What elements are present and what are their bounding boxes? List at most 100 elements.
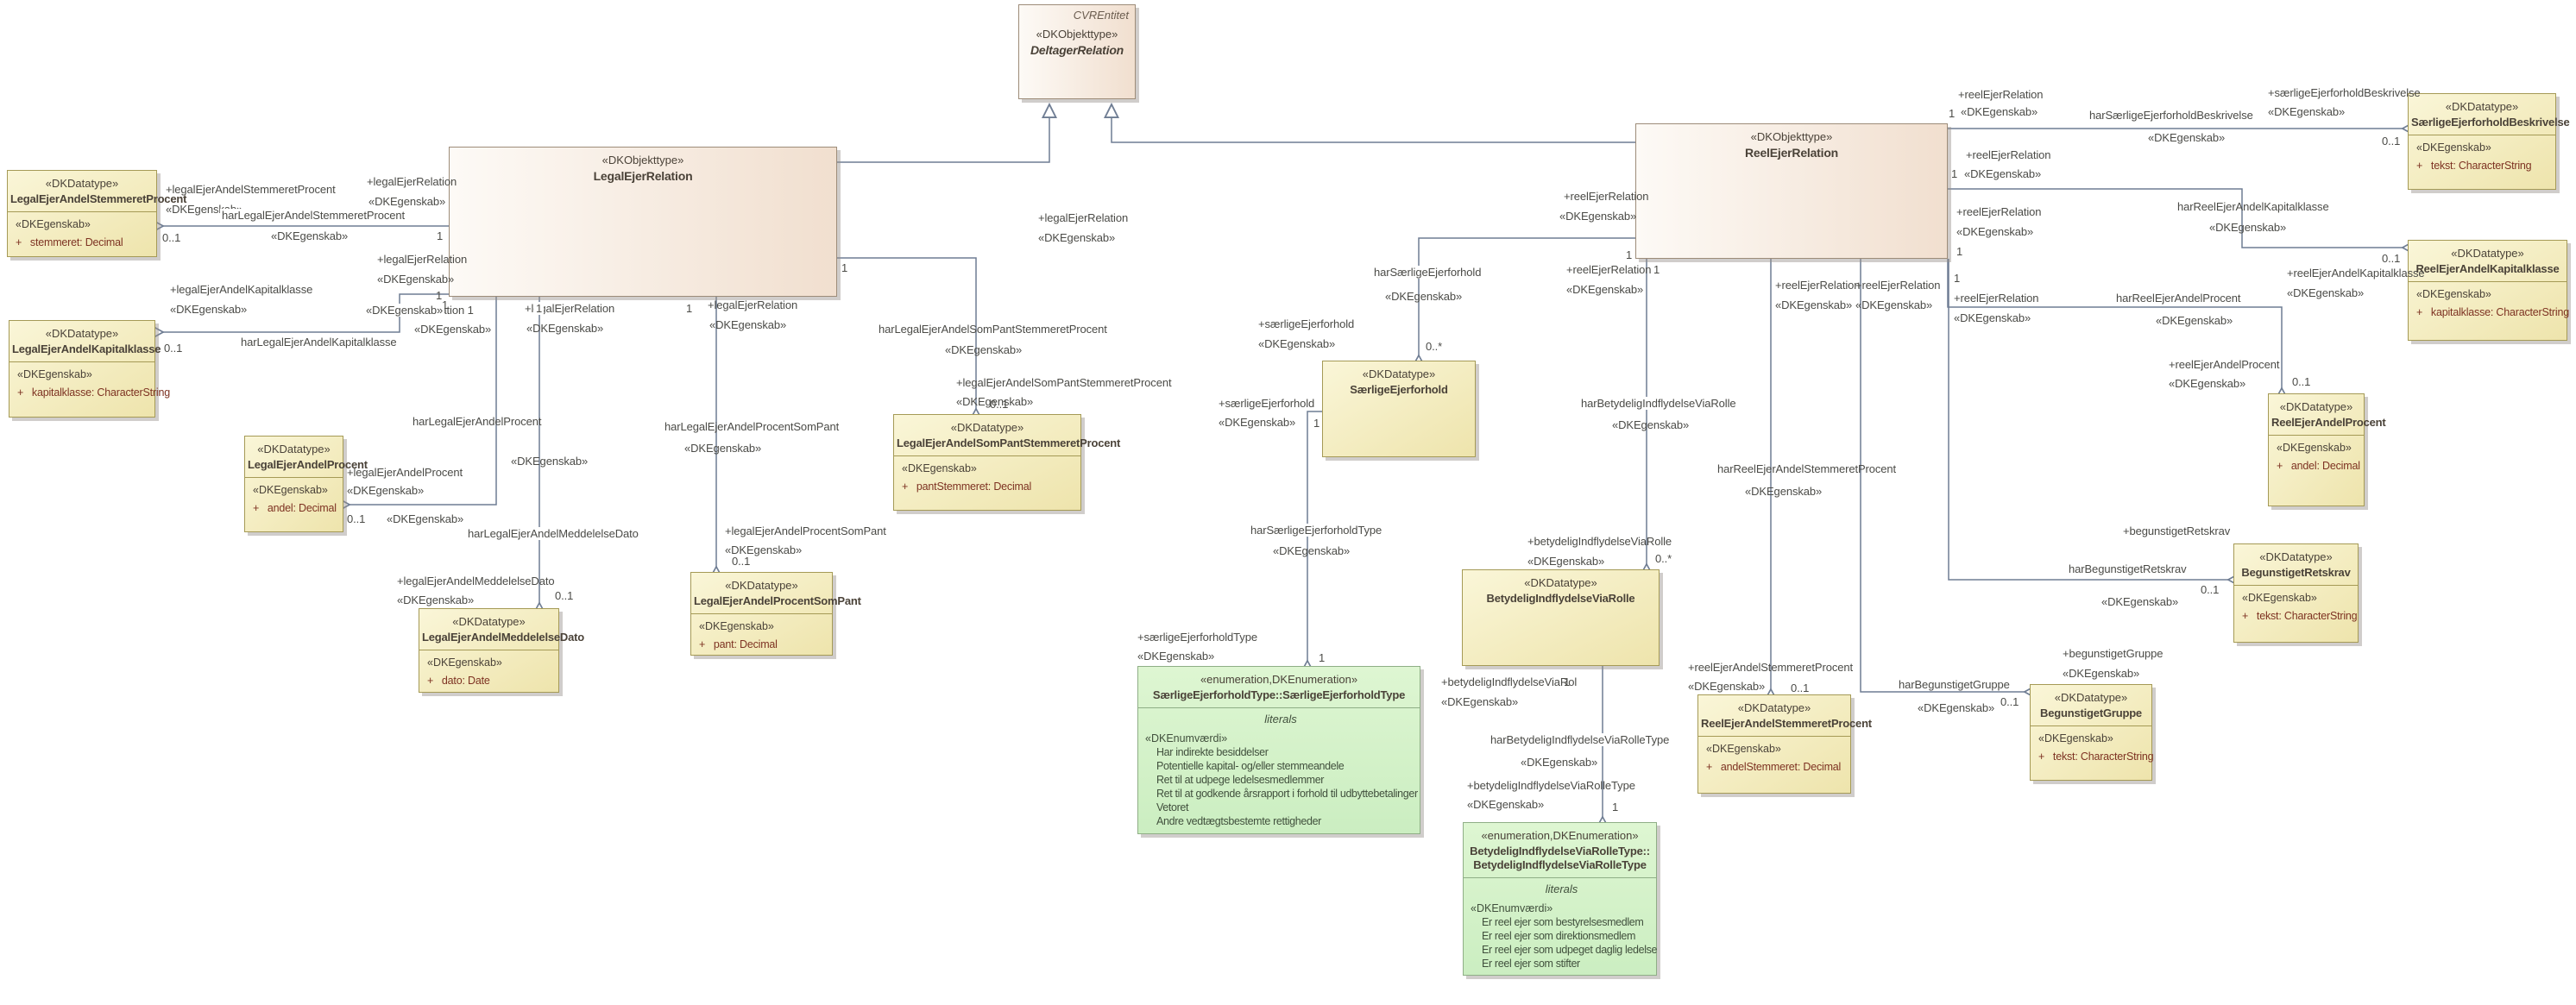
edge-label: «DKEgenskab» xyxy=(1559,210,1637,223)
edge-label: +særligeEjerforhold xyxy=(1219,397,1315,410)
edge-label: «DKEgenskab» xyxy=(2101,595,2179,608)
edge-label: «DKEgenskab» xyxy=(1688,680,1766,693)
class-name: BegunstigetGruppe xyxy=(2040,707,2142,719)
edge-label: 1 xyxy=(534,302,545,315)
edge-label: 1 xyxy=(841,261,848,274)
edge-label: «DKEgenskab» xyxy=(511,455,589,468)
edge-label: «DKEgenskab» xyxy=(170,303,248,316)
class-reel-ejer-andel-stemmeret-procent[interactable]: «DKDatatype»ReelEjerAndelStemmeretProcen… xyxy=(1697,694,1872,794)
class-reel-ejer-relation[interactable]: «DKObjekttype»ReelEjerRelation xyxy=(1635,123,1948,259)
enum-literal: Ret til at udpege ledelsesmedlemmer xyxy=(1156,773,1325,786)
edge-label: +legalEjerAndelProcent xyxy=(347,466,463,479)
edge-label: harLegalEjerAndelMeddelelseDato xyxy=(466,527,640,540)
edge-label: 0..1 xyxy=(555,589,574,602)
stereotype-label: «DKObjekttype» xyxy=(601,154,684,166)
class-deltager-relation[interactable]: CVREntitet«DKObjekttype»DeltagerRelation xyxy=(1018,4,1136,99)
class-reel-ejer-andel-kapitalklasse[interactable]: «DKDatatype»ReelEjerAndelKapitalklasse«D… xyxy=(2408,240,2569,341)
class-legal-ejer-andel-procent[interactable]: «DKDatatype»LegalEjerAndelProcent«DKEgen… xyxy=(244,436,368,532)
edge-label: «DKEgenskab» xyxy=(1258,337,1336,350)
class-header: «DKDatatype»LegalEjerAndelSomPantStemmer… xyxy=(894,415,1120,454)
attributes-compartment: «DKEgenskab»+ andel: Decimal xyxy=(245,478,343,518)
edge-label: +legalEjerRelation xyxy=(1038,211,1129,224)
class-legal-ejer-andel-som-pant-stemmeret-procent[interactable]: «DKDatatype»LegalEjerAndelSomPantStemmer… xyxy=(893,414,1120,511)
attribute-stereotype-label: «DKEgenskab» xyxy=(2416,141,2491,154)
literals-compartment: literals«DKEnumværdi»Er reel ejer som be… xyxy=(1464,878,1658,974)
edge-label: «DKEgenskab» xyxy=(1527,555,1605,568)
stereotype-label: «DKDatatype» xyxy=(1524,576,1597,589)
attributes-compartment: «DKEgenskab»+ andelStemmeret: Decimal xyxy=(1698,737,1850,777)
edge-label: +legalEjerRelation xyxy=(367,175,457,188)
stereotype-label: «DKDatatype» xyxy=(2279,400,2353,413)
connector-harReelEjerAndelKapitalklasse xyxy=(1948,188,2414,254)
enum-literal: Er reel ejer som stifter xyxy=(1482,957,1580,970)
connector-harSaerligeEjerforhold xyxy=(1412,237,1635,367)
stereotype-label: «DKDatatype» xyxy=(725,579,798,592)
class-saerlige-ejerforhold-beskrivelse[interactable]: «DKDatatype»SærligeEjerforholdBeskrivels… xyxy=(2408,93,2570,190)
edge-label: harSærligeEjerforhold xyxy=(1372,266,1483,279)
attribute: + tekst: CharacterString xyxy=(2416,160,2532,172)
attribute-stereotype-label: «DKEgenskab» xyxy=(902,462,977,474)
compartment-divider xyxy=(2269,435,2364,436)
stereotype-label: «DKDatatype» xyxy=(45,327,119,340)
edge-label: harLegalEjerAndelProcent xyxy=(413,415,542,428)
attribute-stereotype-label: «DKEgenskab» xyxy=(427,656,502,669)
class-legal-ejer-andel-stemmeret-procent[interactable]: «DKDatatype»LegalEjerAndelStemmeretProce… xyxy=(7,170,186,257)
class-legal-ejer-andel-procent-som-pant[interactable]: «DKDatatype» LegalEjerAndelProcentSomPant… xyxy=(690,572,861,656)
class-header: «DKDatatype»BetydeligIndflydelseViaRolle xyxy=(1463,570,1659,609)
attribute: + pant: Decimal xyxy=(699,638,778,650)
attribute-stereotype-label: «DKEgenskab» xyxy=(2242,592,2317,604)
stereotype-label: «DKObjekttype» xyxy=(1750,130,1833,143)
edge-label: 0..1 xyxy=(1791,682,1810,694)
class-betydelig-indflydelse-via-rolle-type[interactable]: «enumeration,DKEnumeration»BetydeligIndf… xyxy=(1463,822,1658,976)
class-name: ReelEjerAndelProcent xyxy=(2271,416,2386,429)
compartment-divider xyxy=(2234,585,2358,586)
compartment-divider xyxy=(2031,725,2151,726)
class-betydelig-indflydelse-via-rolle[interactable]: «DKDatatype»BetydeligIndflydelseViaRolle xyxy=(1462,569,1660,666)
edge-label: 0..1 xyxy=(2292,375,2311,388)
edge-label: «DKEgenskab» xyxy=(1219,416,1296,429)
attribute: + tekst: CharacterString xyxy=(2038,751,2154,763)
class-name: LegalEjerAndelProcentSomPant xyxy=(694,594,861,607)
connector-harLegalEjerAndelSomPantStemmeretProcent xyxy=(837,257,983,420)
attributes-compartment: «DKEgenskab»+ tekst: CharacterString xyxy=(2234,586,2358,626)
class-begunstiget-retskrav[interactable]: «DKDatatype»BegunstigetRetskrav«DKEgensk… xyxy=(2233,543,2359,643)
attributes-compartment: «DKEgenskab»+ stemmeret: Decimal xyxy=(8,212,156,253)
class-name: BetydeligIndflydelseViaRolleType:: xyxy=(1470,845,1650,857)
attributes-compartment: «DKEgenskab»+ andel: Decimal xyxy=(2269,436,2364,476)
edge-label: «DKEgenskab» xyxy=(1521,756,1598,769)
edge-label: «DKEgenskab» xyxy=(1038,231,1116,244)
class-legal-ejer-andel-meddelelse-dato[interactable]: «DKDatatype»LegalEjerAndelMeddelelseDato… xyxy=(419,608,584,693)
enum-literal: Er reel ejer som direktionsmedlem xyxy=(1482,929,1636,942)
edge-label: 1 xyxy=(1954,272,1961,285)
attributes-compartment: «DKEgenskab»+ kapitalklasse: CharacterSt… xyxy=(9,362,170,403)
stereotype-label: «DKDatatype» xyxy=(950,421,1024,434)
class-name: LegalEjerRelation xyxy=(593,169,693,183)
class-legal-ejer-relation[interactable]: «DKObjekttype» LegalEjerRelation xyxy=(449,147,837,297)
stereotype-label: «DKDatatype» xyxy=(1362,367,1436,380)
literals-compartment: literals«DKEnumværdi»Har indirekte besid… xyxy=(1138,708,1420,832)
class-header: «enumeration,DKEnumeration»SærligeEjerfo… xyxy=(1138,667,1420,706)
edge-label: 1 xyxy=(1949,107,1956,120)
class-saerlige-ejerforhold[interactable]: «DKDatatype»SærligeEjerforhold xyxy=(1322,361,1476,457)
attributes-compartment: «DKEgenskab» + tekst: CharacterString xyxy=(2031,726,2154,767)
class-reel-ejer-andel-procent[interactable]: «DKDatatype» ReelEjerAndelProcent «DKEgens… xyxy=(2268,393,2386,506)
attribute-stereotype-label: «DKEgenskab» xyxy=(2277,442,2352,454)
edge-label: «DKEgenskab» xyxy=(271,229,349,242)
edge-label: 0..1 xyxy=(990,398,1009,411)
class-legal-ejer-andel-kapitalklasse[interactable]: «DKDatatype»LegalEjerAndelKapitalklasse«… xyxy=(9,320,170,418)
class-begunstiget-gruppe[interactable]: «DKDatatype»BegunstigetGruppe«DKEgenskab… xyxy=(2030,684,2154,781)
enum-literal: Er reel ejer som bestyrelsesmedlem xyxy=(1482,915,1644,928)
edge-label: +reelEjerRelation xyxy=(1775,279,1861,292)
attribute: + andelStemmeret: Decimal xyxy=(1706,761,1842,773)
edge-label: «DKEgenskab» xyxy=(364,304,445,317)
connector-harBegunstigetRetskrav xyxy=(1948,259,2239,587)
attributes-compartment: «DKEgenskab» + tekst: CharacterString xyxy=(2409,135,2555,176)
class-saerlige-ejerforhold-type[interactable]: «enumeration,DKEnumeration»SærligeEjerfo… xyxy=(1137,666,1420,834)
edge-label: «DKEgenskab» xyxy=(1961,105,2038,118)
edge-label: harReelEjerAndelStemmeretProcent xyxy=(1717,462,1897,475)
class-header: «DKDatatype»LegalEjerAndelStemmeretProce… xyxy=(8,171,186,210)
edge-label: 0..1 xyxy=(347,512,366,525)
literals-title: literals xyxy=(1545,883,1578,895)
attribute: + andel: Decimal xyxy=(253,502,337,514)
attribute-stereotype-label: «DKEgenskab» xyxy=(2038,732,2113,744)
